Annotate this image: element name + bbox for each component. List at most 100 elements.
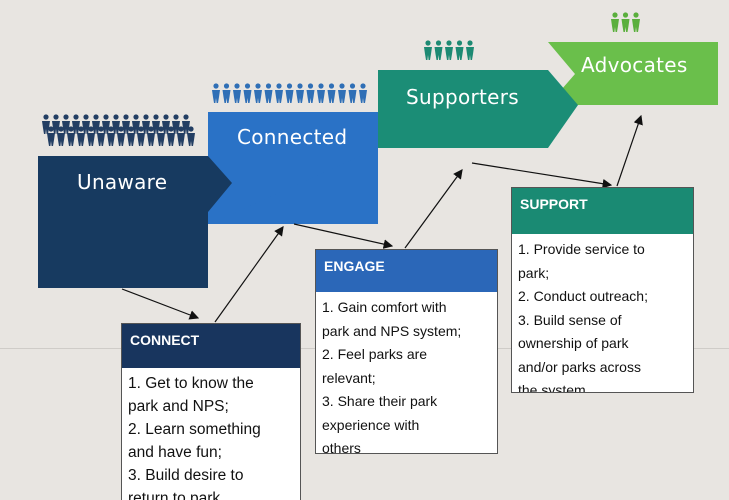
person-icon [434,47,443,60]
person-icon [103,114,109,120]
support-line: and/or parks across [518,358,641,375]
person-icon [339,83,345,89]
person-icon [183,114,189,120]
person-icon [233,90,241,103]
person-icon [187,133,195,146]
connect-box-body: 1. Get to know the park and NPS; 2. Lear… [122,368,300,500]
person-icon [132,121,140,134]
person-icon [612,12,618,18]
person-icon [254,90,262,103]
person-icon [112,121,120,134]
person-icon [83,114,89,120]
person-icon [43,114,49,120]
person-icon [142,121,150,134]
people-group-icon [611,12,640,32]
person-icon [621,19,630,32]
person-icon [318,83,324,89]
person-icon [223,83,230,89]
stage-label-unaware: Unaware [77,170,168,194]
person-icon [67,133,75,146]
person-icon [177,133,185,146]
person-icon [317,90,325,103]
support-line: 3. Build sense of [518,311,622,328]
person-icon [127,133,135,146]
connect-line: return to park [128,490,221,500]
person-icon [297,83,303,89]
person-icon [425,40,431,46]
person-icon [172,121,180,134]
person-icon [466,47,474,60]
engage-line: park and NPS system; [322,322,462,339]
connect-line: 3. Build desire to [128,467,244,484]
person-icon [133,114,139,120]
connect-line: and have fun; [128,444,222,461]
person-icon [455,47,464,60]
person-icon [360,83,366,89]
person-icon [264,90,273,103]
person-icon [265,83,272,89]
arrow-connected-to-engage [293,223,394,249]
person-icon [107,133,115,146]
person-icon [306,90,315,103]
person-icon [348,90,357,103]
person-icon [98,126,104,132]
person-icon [42,121,50,134]
support-box-title: SUPPORT [512,188,693,234]
person-icon [48,126,54,132]
arrow-connect-to-connected [214,226,284,323]
people-group-icon [42,114,195,146]
engage-box-title: ENGAGE [316,250,497,292]
person-icon [137,133,145,146]
person-icon [349,83,356,89]
engage-line: others [322,440,361,454]
person-icon [275,90,283,103]
person-icon [108,126,114,132]
person-icon [611,19,619,32]
engage-box: ENGAGE 1. Gain comfort with park and NPS… [315,249,498,454]
person-icon [87,133,95,146]
connect-line: 2. Learn something [128,421,261,438]
person-icon [143,114,149,120]
person-icon [138,126,144,132]
stage-unaware-shape [38,156,232,288]
person-icon [128,126,134,132]
person-icon [286,83,293,89]
person-icon [182,121,190,134]
person-icon [255,83,261,89]
engage-line: 2. Feel parks are [322,346,428,362]
support-box-body: 1. Provide service to park; 2. Conduct o… [512,234,693,392]
person-icon [167,133,175,146]
person-icon [62,121,70,134]
person-icon [435,40,442,46]
person-icon [222,90,231,103]
person-icon [173,114,179,120]
person-icon [327,90,336,103]
person-icon [276,83,282,89]
person-icon [147,133,155,146]
person-icon [285,90,294,103]
person-icon [68,126,74,132]
person-icon [633,12,639,18]
arrow-support-to-advocates [616,114,643,187]
engage-line: relevant; [322,369,376,386]
stage-advocates-shape [548,42,718,105]
support-line: 1. Provide service to [518,241,645,257]
person-icon [424,47,432,60]
support-line: ownership of park [518,335,629,351]
engage-box-body: 1. Gain comfort with park and NPS system… [316,292,497,454]
stage-label-connected: Connected [237,125,348,149]
person-icon [178,126,184,132]
person-icon [47,133,55,146]
person-icon [188,126,194,132]
person-icon [296,90,304,103]
person-icon [72,121,80,134]
person-icon [157,133,165,146]
person-icon [162,121,170,134]
stage-connected-arrowtip [210,148,378,224]
person-icon [117,133,125,146]
engage-line: 1. Gain comfort with [322,299,447,315]
person-icon [467,40,473,46]
engage-line: 3. Share their park [322,393,438,409]
person-icon [53,114,59,120]
person-icon [446,40,452,46]
